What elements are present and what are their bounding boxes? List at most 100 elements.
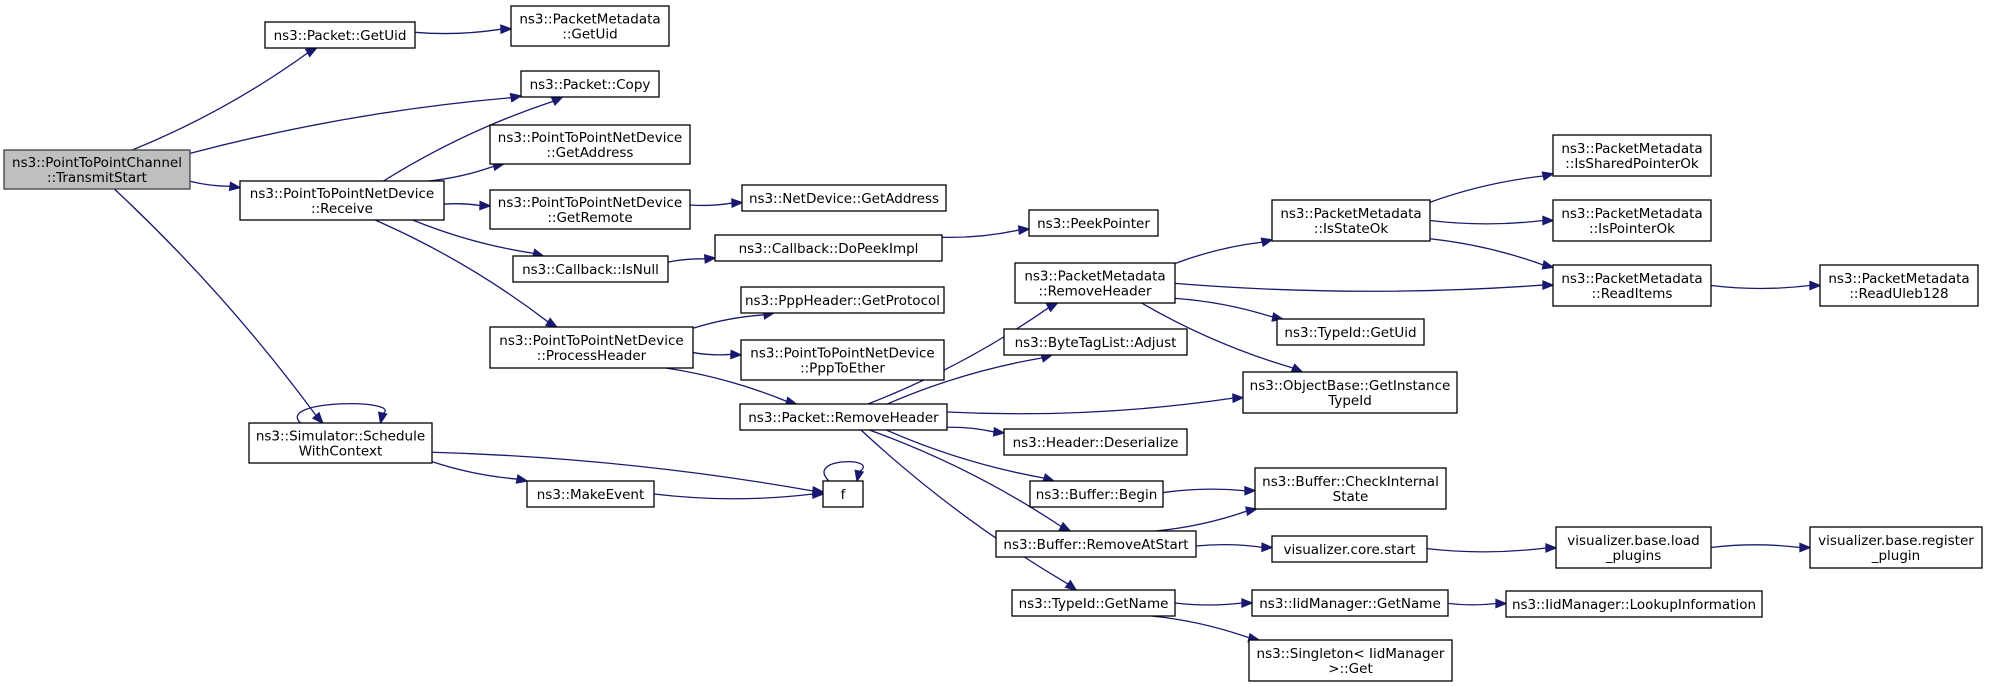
edge-line	[692, 351, 732, 356]
edge-line	[1710, 284, 1811, 290]
edge-arrowhead	[550, 96, 564, 107]
edge-arrowhead	[703, 254, 717, 264]
node-box	[1555, 526, 1712, 569]
node-label-line: ns3::PppHeader::GetProtocol	[745, 293, 940, 309]
node-vis_reg[interactable]: visualizer.base.register_plugin	[1809, 526, 1983, 569]
edge-arrowhead	[731, 198, 744, 209]
node-vis_start[interactable]: visualizer.core.start	[1271, 535, 1428, 563]
nodes-layer: ns3::PointToPointChannel::TransmitStartn…	[3, 5, 1983, 682]
node-receive[interactable]: ns3::PointToPointNetDevice::Receive	[239, 180, 445, 221]
node-f[interactable]: f	[822, 480, 864, 508]
edge-pm_removehdr-to-typeid_uid	[1174, 297, 1285, 322]
edge-typeid_name-to-iid_name	[1174, 598, 1254, 608]
edge-line	[941, 229, 1020, 239]
node-removehdr[interactable]: ns3::Packet::RemoveHeader	[739, 403, 948, 431]
node-dopeek[interactable]: ns3::Callback::DoPeekImpl	[714, 234, 943, 262]
edge-arrowhead	[1542, 280, 1555, 291]
node-box	[1003, 328, 1188, 356]
edge-line	[1195, 543, 1263, 548]
node-label-line: ns3::PacketMetadata	[1561, 206, 1702, 222]
edge-line	[1141, 302, 1294, 369]
node-pkt_copy[interactable]: ns3::Packet::Copy	[520, 70, 660, 98]
edge-line	[1174, 602, 1243, 606]
node-label-line: ns3::IidManager::LookupInformation	[1512, 597, 1756, 613]
edge-removehdr-to-pm_removehdr	[867, 302, 1060, 405]
node-getproto[interactable]: ns3::PppHeader::GetProtocol	[740, 286, 945, 314]
node-box	[3, 149, 191, 190]
edge-arrowhead	[1545, 543, 1558, 553]
node-label-line: ns3::PointToPointNetDevice	[499, 333, 683, 349]
node-vis_load[interactable]: visualizer.base.load_plugins	[1555, 526, 1712, 569]
node-label-line: ns3::Buffer::Begin	[1036, 487, 1158, 503]
node-label-line: ns3::ObjectBase::GetInstance	[1250, 378, 1451, 394]
node-nd_getaddr[interactable]: ns3::NetDevice::GetAddress	[741, 184, 947, 212]
node-box	[489, 124, 691, 165]
node-peekptr[interactable]: ns3::PeekPointer	[1028, 209, 1159, 237]
edge-arrowhead	[1495, 598, 1508, 609]
edge-arrowhead	[500, 24, 513, 35]
node-ppptoether[interactable]: ns3::PointToPointNetDevice::PppToEther	[740, 339, 945, 381]
edge-arrowhead	[1045, 302, 1060, 313]
edge-arrowhead	[1260, 237, 1274, 248]
edge-f-to-f	[823, 461, 865, 483]
node-buf_remove[interactable]: ns3::Buffer::RemoveAtStart	[995, 530, 1197, 558]
node-label-line: f	[841, 487, 847, 503]
edge-pm_removehdr-to-pm_readitems	[1174, 280, 1555, 292]
node-label-line: ::Receive	[311, 201, 373, 217]
node-box	[510, 5, 670, 47]
edge-receive-to-getaddr	[428, 161, 506, 182]
node-pm_removehdr[interactable]: ns3::PacketMetadata::RemoveHeader	[1014, 262, 1176, 304]
node-pm_readitems[interactable]: ns3::PacketMetadata::ReadItems	[1552, 264, 1712, 307]
node-label-line: ns3::Singleton< IidManager	[1257, 646, 1445, 662]
node-label-line: ns3::PointToPointNetDevice	[498, 130, 682, 146]
node-hdr_deser[interactable]: ns3::Header::Deserialize	[1003, 428, 1188, 456]
node-isnull[interactable]: ns3::Callback::IsNull	[512, 255, 669, 283]
node-label-line: TypeId	[1327, 393, 1372, 409]
node-singleton[interactable]: ns3::Singleton< IidManager>::Get	[1248, 639, 1453, 682]
node-box	[1552, 134, 1712, 177]
node-pm_isptr[interactable]: ns3::PacketMetadata::IsPointerOk	[1552, 199, 1712, 242]
edge-line	[1429, 238, 1544, 266]
node-bytetag[interactable]: ns3::ByteTagList::Adjust	[1003, 328, 1188, 356]
edge-line	[886, 357, 1043, 405]
edge-line	[1174, 282, 1544, 292]
node-label-line: >::Get	[1328, 661, 1372, 677]
node-box	[740, 286, 945, 314]
node-iid_name[interactable]: ns3::IidManager::GetName	[1251, 589, 1449, 617]
node-pkt_uid[interactable]: ns3::Packet::GetUid	[264, 21, 416, 49]
node-makeevent[interactable]: ns3::MakeEvent	[526, 480, 655, 508]
edge-pm_isstateok-to-pm_isptr	[1429, 215, 1555, 226]
edge-makeevent-to-f	[653, 489, 825, 500]
edge-line	[692, 314, 765, 329]
node-typeid_uid[interactable]: ns3::TypeId::GetUid	[1276, 318, 1425, 346]
node-box	[1276, 318, 1425, 346]
node-label-line: ::RemoveHeader	[1038, 284, 1151, 300]
edge-line	[428, 165, 495, 182]
edge-line	[653, 493, 814, 500]
node-pm_readuleb[interactable]: ns3::PacketMetadata::ReadUleb128	[1819, 264, 1979, 307]
node-box	[1248, 639, 1453, 682]
node-box	[1242, 371, 1458, 414]
node-pm_isstateok[interactable]: ns3::PacketMetadata::IsStateOk	[1271, 199, 1431, 242]
node-buf_begin[interactable]: ns3::Buffer::Begin	[1029, 480, 1164, 508]
node-prochdr[interactable]: ns3::PointToPointNetDevice::ProcessHeade…	[489, 326, 694, 369]
node-getremote[interactable]: ns3::PointToPointNetDevice::GetRemote	[489, 189, 691, 230]
node-getaddr[interactable]: ns3::PointToPointNetDevice::GetAddress	[489, 124, 691, 165]
node-transmit[interactable]: ns3::PointToPointChannel::TransmitStart	[3, 149, 191, 190]
node-box	[489, 326, 694, 369]
node-pm_isshared[interactable]: ns3::PacketMetadata::IsSharedPointerOk	[1552, 134, 1712, 177]
edge-arrowhead	[1058, 521, 1072, 532]
node-typeid_name[interactable]: ns3::TypeId::GetName	[1011, 589, 1176, 617]
node-pm_uid[interactable]: ns3::PacketMetadata::GetUid	[510, 5, 670, 47]
edge-line	[869, 429, 1062, 528]
node-iid_lookup[interactable]: ns3::IidManager::LookupInformation	[1505, 590, 1763, 618]
node-label-line: ns3::PacketMetadata	[1280, 206, 1421, 222]
edge-line	[189, 180, 231, 187]
edge-line	[885, 429, 1045, 479]
edge-arrowhead	[854, 469, 865, 483]
node-label-line: ns3::PointToPointNetDevice	[250, 186, 434, 202]
edge-line	[374, 219, 549, 323]
